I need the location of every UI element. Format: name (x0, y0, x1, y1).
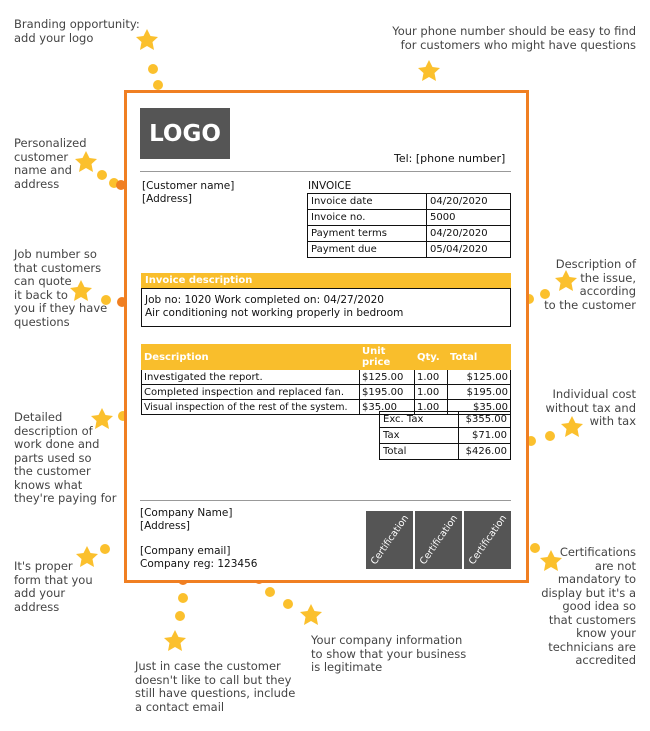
totals-value: $71.00 (458, 427, 511, 444)
totals-table: Exc. Tax$355.00 Tax$71.00 Total$426.00 (379, 411, 511, 460)
certification-badge: Certification (366, 511, 413, 569)
annotation-job-number: Job number so that customers can quote i… (14, 247, 108, 329)
star-icon (164, 630, 186, 651)
company-email: [Company email] (140, 545, 231, 557)
totals-label: Exc. Tax (379, 411, 459, 428)
certification-label: Certification (417, 513, 460, 567)
phone-number: Tel: [phone number] (394, 152, 506, 165)
totals-label: Total (379, 443, 459, 460)
star-icon (91, 408, 113, 429)
footer-divider (140, 500, 511, 501)
customer-name: [Customer name] (142, 180, 235, 192)
star-icon (70, 280, 92, 301)
totals-value: $426.00 (458, 443, 511, 460)
star-icon (300, 604, 322, 625)
detail-value: 05/04/2020 (426, 241, 511, 258)
star-icon (75, 151, 97, 172)
company-reg: Company reg: 123456 (140, 558, 258, 570)
col-qty: Qty. (414, 344, 448, 370)
annotation-work-detail: Detailed description of work done and pa… (14, 410, 117, 505)
item-total: $195.00 (447, 384, 511, 400)
star-icon (136, 29, 158, 50)
col-description: Description (141, 344, 360, 370)
company-address: [Address] (140, 520, 191, 532)
annotation-customer: Personalized customer name and address (14, 136, 87, 191)
star-icon (418, 60, 440, 81)
annotation-certifications: Certifications are not mandatory to disp… (541, 545, 636, 667)
star-icon (555, 270, 577, 291)
item-qty: 1.00 (414, 384, 448, 400)
detail-label: Payment due (307, 241, 427, 258)
detail-label: Invoice no. (307, 209, 427, 226)
item-unit-price: $125.00 (359, 369, 415, 385)
job-line: Job no: 1020 Work completed on: 04/27/20… (145, 294, 384, 306)
annotation-cost: Individual cost without tax and with tax (545, 387, 636, 428)
star-icon (76, 546, 98, 567)
issue-line: Air conditioning not working properly in… (145, 307, 404, 319)
totals-row: Total$426.00 (379, 443, 511, 460)
col-unit-price: Unit price (359, 344, 415, 370)
table-row: Completed inspection and replaced fan. $… (141, 384, 511, 400)
annotation-address: It's proper form that you add your addre… (14, 559, 93, 614)
certification-label: Certification (368, 513, 411, 567)
item-unit-price: $195.00 (359, 384, 415, 400)
star-icon (540, 550, 562, 571)
item-description: Completed inspection and replaced fan. (141, 384, 360, 400)
star-icon (561, 416, 583, 437)
invoice-description-header: Invoice description (141, 273, 511, 288)
detail-value: 04/20/2020 (426, 225, 511, 242)
detail-value: 5000 (426, 209, 511, 226)
detail-row: Invoice no.5000 (307, 209, 511, 226)
table-row: Investigated the report. $125.00 1.00 $1… (141, 369, 511, 385)
detail-label: Payment terms (307, 225, 427, 242)
certification-badge: Certification (415, 511, 462, 569)
certification-badge: Certification (464, 511, 511, 569)
certification-label: Certification (466, 513, 509, 567)
annotation-company-info: Your company information to show that yo… (311, 633, 467, 674)
item-description: Visual inspection of the rest of the sys… (141, 399, 360, 415)
totals-value: $355.00 (458, 411, 511, 428)
line-items-table: Description Unit price Qty. Total Invest… (141, 344, 511, 415)
logo-placeholder: LOGO (140, 108, 230, 159)
col-total: Total (447, 344, 511, 370)
items-header-row: Description Unit price Qty. Total (141, 344, 511, 370)
totals-row: Exc. Tax$355.00 (379, 411, 511, 428)
detail-label: Invoice date (307, 193, 427, 210)
detail-value: 04/20/2020 (426, 193, 511, 210)
annotation-logo: Branding opportunity: add your logo (14, 17, 140, 45)
company-name: [Company Name] (140, 507, 233, 519)
annotation-issue: Description of the issue, according to t… (544, 257, 636, 312)
annotation-email: Just in case the customer doesn't like t… (135, 659, 296, 714)
invoice-description-box (141, 288, 511, 327)
totals-row: Tax$71.00 (379, 427, 511, 444)
invoice-title: INVOICE (308, 180, 352, 192)
item-qty: 1.00 (414, 369, 448, 385)
item-description: Investigated the report. (141, 369, 360, 385)
customer-address: [Address] (142, 193, 193, 205)
totals-label: Tax (379, 427, 459, 444)
annotation-phone: Your phone number should be easy to find… (392, 24, 636, 52)
item-total: $125.00 (447, 369, 511, 385)
header-divider (140, 171, 511, 172)
